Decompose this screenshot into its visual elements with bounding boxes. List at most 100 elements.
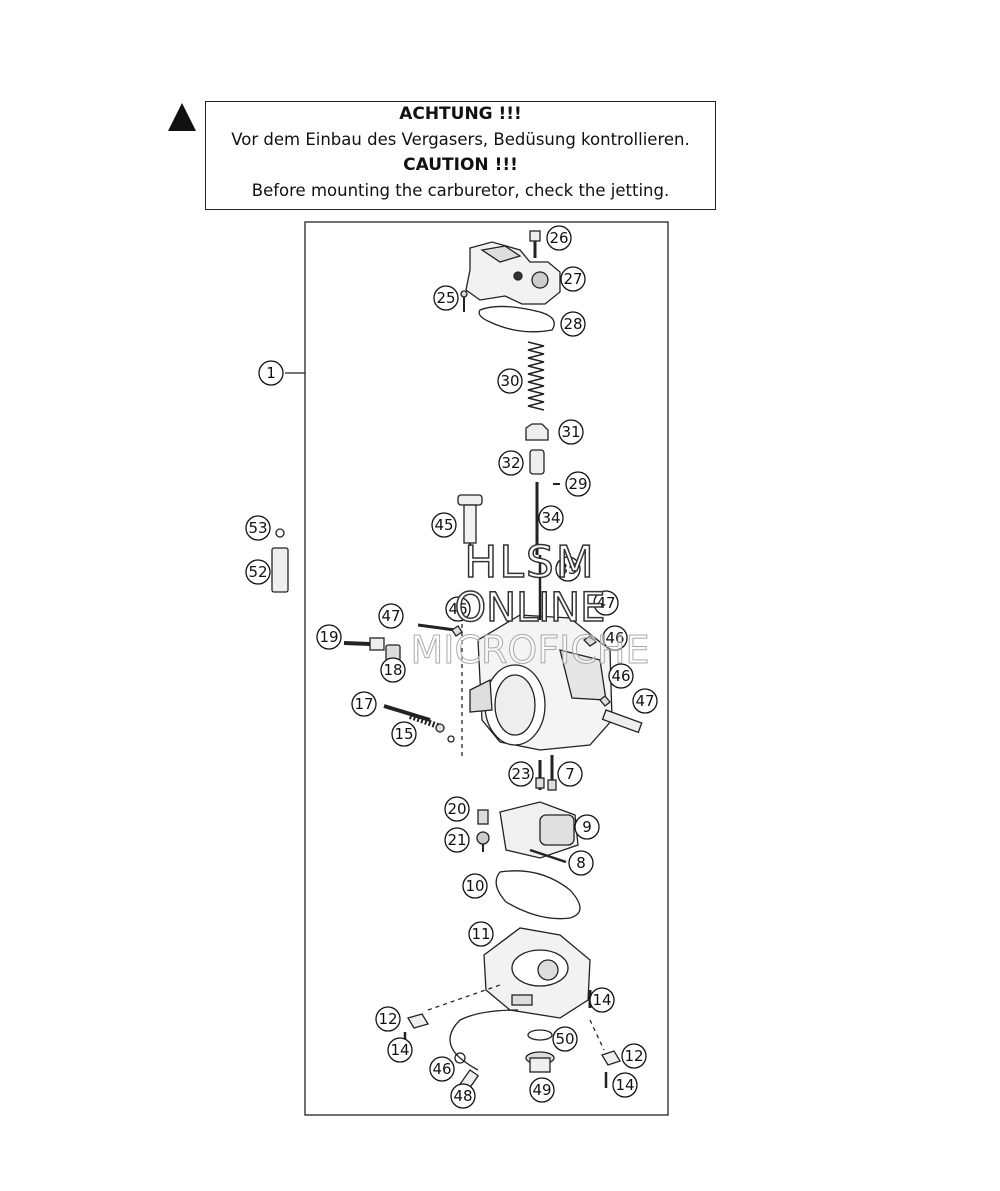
callout-46a: 46 <box>445 596 471 622</box>
callout-29: 29 <box>565 471 591 497</box>
bracket-left <box>407 1013 429 1029</box>
svg-text:49: 49 <box>532 1081 551 1099</box>
callout-12a: 12 <box>375 1006 401 1032</box>
callout-15: 15 <box>391 721 417 747</box>
svg-text:14: 14 <box>615 1076 634 1094</box>
svg-text:32: 32 <box>501 454 520 472</box>
svg-text:46: 46 <box>448 600 467 618</box>
svg-text:34: 34 <box>541 509 560 527</box>
svg-text:17: 17 <box>354 695 373 713</box>
svg-text:23: 23 <box>511 765 530 783</box>
assembly-frame <box>304 221 669 1116</box>
callout-47c: 47 <box>632 688 658 714</box>
bracket-right <box>601 1050 621 1066</box>
svg-text:35: 35 <box>558 560 577 578</box>
callout-48: 48 <box>450 1083 476 1109</box>
callout-14b: 14 <box>387 1037 413 1063</box>
pilot-screw-assembly <box>457 494 483 570</box>
svg-text:8: 8 <box>576 854 586 872</box>
callout-26: 26 <box>546 225 572 251</box>
main-jet <box>535 760 545 790</box>
float <box>499 801 579 859</box>
svg-text:46: 46 <box>605 629 624 647</box>
drain-plug <box>525 1051 555 1073</box>
callout-21: 21 <box>444 827 470 853</box>
callout-47a: 47 <box>378 603 404 629</box>
overflow-hose <box>449 1009 519 1071</box>
callout-labels: 1 26 27 25 28 30 31 32 29 34 45 53 52 35… <box>245 225 658 1109</box>
needle-jet <box>547 755 557 791</box>
svg-text:21: 21 <box>447 831 466 849</box>
svg-text:47: 47 <box>635 692 654 710</box>
caution-heading-de: ACHTUNG !!! <box>399 104 522 124</box>
float-bowl <box>483 927 592 1019</box>
caution-box: ACHTUNG !!! Vor dem Einbau des Vergasers… <box>205 101 716 210</box>
callout-7: 7 <box>557 761 583 787</box>
callout-32: 32 <box>498 450 524 476</box>
caution-heading-en: CAUTION !!! <box>403 155 518 175</box>
callout-14a: 14 <box>589 987 615 1013</box>
svg-text:46: 46 <box>432 1060 451 1078</box>
caution-text-en: Before mounting the carburetor, check th… <box>251 181 670 200</box>
svg-text:1: 1 <box>266 364 276 382</box>
svg-text:7: 7 <box>565 765 575 783</box>
svg-text:9: 9 <box>582 818 592 836</box>
top-gasket <box>478 305 555 333</box>
svg-text:48: 48 <box>453 1087 472 1105</box>
adjuster-bolt <box>529 230 541 258</box>
callout-8: 8 <box>568 850 594 876</box>
svg-text:50: 50 <box>555 1030 574 1048</box>
svg-text:15: 15 <box>394 725 413 743</box>
top-screw <box>460 290 468 312</box>
svg-text:14: 14 <box>390 1041 409 1059</box>
callout-45: 45 <box>431 512 457 538</box>
svg-text:47: 47 <box>596 594 615 612</box>
small-seal <box>451 625 463 637</box>
callout-52: 52 <box>245 559 271 585</box>
svg-text:47: 47 <box>381 607 400 625</box>
callout-14c: 14 <box>612 1072 638 1098</box>
throttle-spring <box>527 341 545 411</box>
float-pin <box>529 848 567 864</box>
callout-31: 31 <box>558 419 584 445</box>
callout-19: 19 <box>316 624 342 650</box>
caution-text-de: Vor dem Einbau des Vergasers, Bedüsung k… <box>231 130 690 149</box>
carburetor-top-cover <box>465 241 561 305</box>
callout-27: 27 <box>560 266 586 292</box>
warning-triangle-icon <box>168 103 196 131</box>
drain-o-ring <box>527 1029 553 1041</box>
callout-30: 30 <box>497 368 523 394</box>
callout-10: 10 <box>462 873 488 899</box>
svg-text:46: 46 <box>611 667 630 685</box>
svg-text:53: 53 <box>248 519 267 537</box>
svg-text:14: 14 <box>592 991 611 1009</box>
needle-clip-holder <box>529 449 545 475</box>
svg-text:25: 25 <box>436 289 455 307</box>
svg-text:31: 31 <box>561 423 580 441</box>
callout-18: 18 <box>380 657 406 683</box>
callout-9: 9 <box>574 814 600 840</box>
throttle-stop-screw <box>383 704 455 743</box>
svg-text:19: 19 <box>319 628 338 646</box>
float-bowl-gasket <box>495 870 581 920</box>
svg-text:11: 11 <box>471 925 490 943</box>
svg-text:27: 27 <box>563 270 582 288</box>
callout-50: 50 <box>552 1026 578 1052</box>
callout-12b: 12 <box>621 1043 647 1069</box>
callout-35: 35 <box>555 556 581 582</box>
svg-text:18: 18 <box>383 661 402 679</box>
right-seal-2 <box>599 695 611 707</box>
svg-text:12: 12 <box>378 1010 397 1028</box>
svg-text:28: 28 <box>563 315 582 333</box>
small-o-ring <box>275 528 285 538</box>
callout-11: 11 <box>468 921 494 947</box>
svg-text:12: 12 <box>624 1047 643 1065</box>
callout-34: 34 <box>538 505 564 531</box>
carburetor-body <box>469 555 613 751</box>
callout-1: 1 <box>258 360 284 386</box>
callout-17: 17 <box>351 691 377 717</box>
dashed-line-left <box>427 984 501 1011</box>
callout-23: 23 <box>508 761 534 787</box>
callout-49: 49 <box>529 1077 555 1103</box>
